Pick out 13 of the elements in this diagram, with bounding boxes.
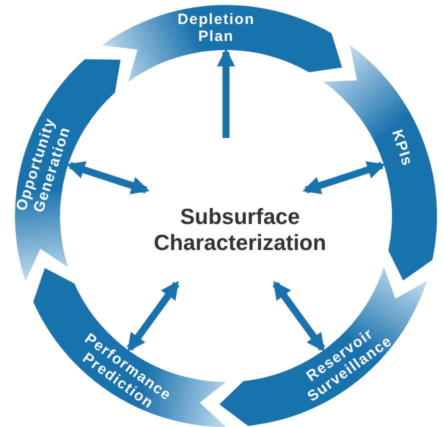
arrow [126, 281, 180, 352]
arrow [302, 161, 386, 194]
segment-label: Depletion Plan [177, 10, 255, 45]
segment-label: KPIs [388, 128, 416, 169]
ring-segment [219, 267, 427, 426]
arrow [217, 48, 235, 138]
arrow [272, 281, 326, 352]
ring-segment [324, 45, 437, 280]
arrow [66, 161, 150, 194]
ring-segment [15, 59, 121, 282]
ring-segment [33, 268, 226, 427]
ring-segment [102, 5, 342, 82]
center-title: Subsurface Characterization [135, 204, 345, 256]
